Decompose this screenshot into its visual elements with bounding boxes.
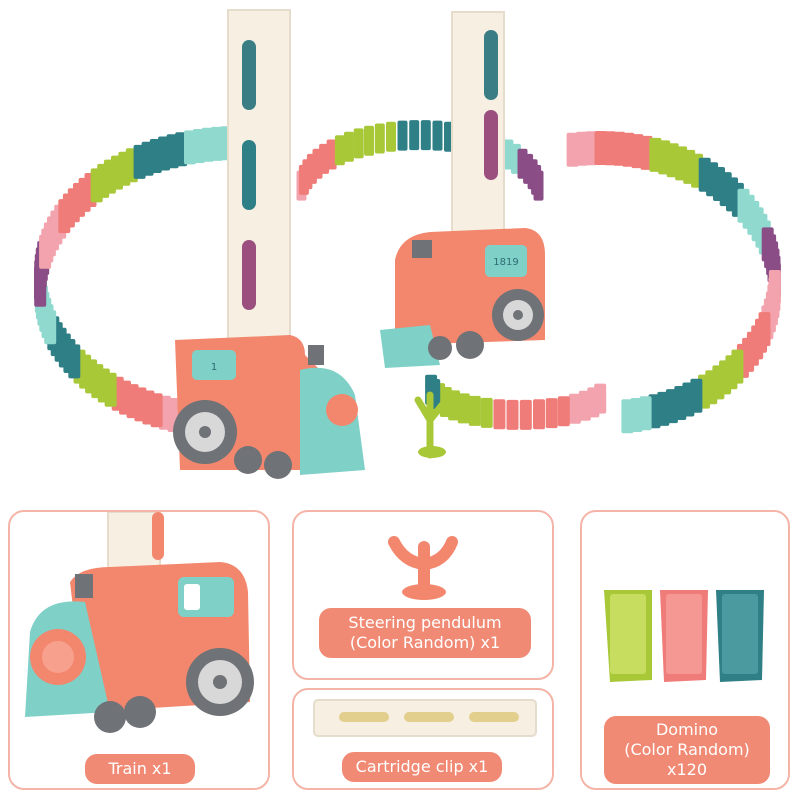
domino-tile: [432, 120, 443, 151]
domino-tile: [557, 396, 570, 427]
train-card: Train x1: [8, 510, 270, 790]
domino-tile: [343, 131, 354, 162]
domino-tile: [364, 125, 374, 156]
domino-pink: [660, 590, 708, 682]
train-label-text: Train x1: [108, 759, 172, 778]
domino-tile: [353, 128, 364, 159]
domino-line3: x120: [666, 760, 707, 779]
domino-tile: [566, 132, 579, 167]
domino-tile: [630, 398, 643, 432]
cartridge-clip-card: Cartridge clip x1: [292, 688, 554, 790]
domino-tile: [409, 120, 420, 151]
cartridge-clip-label: Cartridge clip x1: [342, 752, 502, 782]
steering-pendulum-hero: [414, 391, 446, 459]
domino-tile: [594, 131, 607, 165]
domino-green: [604, 590, 652, 682]
domino-tile: [210, 126, 223, 161]
domino-tile: [420, 120, 431, 151]
steering-pendulum-icon: [388, 536, 458, 600]
domino-tile: [568, 393, 581, 424]
steering-pendulum-line2: (Color Random) x1: [349, 633, 501, 652]
domino-tile: [519, 399, 532, 430]
domino-line1: Domino: [655, 720, 719, 739]
domino-tile: [374, 123, 385, 154]
domino-tile: [585, 131, 598, 166]
domino-tile: [334, 135, 345, 166]
domino-tile: [631, 134, 644, 169]
domino-tile: [397, 120, 408, 151]
hero-product-photo: 1819 1: [34, 9, 781, 479]
steering-pendulum-card: Steering pendulum (Color Random) x1: [292, 510, 554, 680]
domino-tile: [603, 131, 616, 166]
domino-tile: [457, 393, 470, 424]
domino-tile: [578, 390, 591, 421]
domino-tile: [326, 139, 337, 170]
cartridge-clip-text: Cartridge clip x1: [355, 757, 489, 776]
domino-tile: [621, 399, 634, 434]
domino-line2: (Color Random): [624, 740, 750, 759]
domino-tile: [575, 131, 588, 166]
domino-tile: [622, 132, 635, 167]
domino-train-scene: 1819 1: [34, 9, 781, 479]
domino-tile: [533, 399, 545, 430]
train-label: Train x1: [85, 754, 195, 784]
domino-tile: [386, 121, 396, 152]
domino-tile: [613, 131, 626, 166]
domino-label: Domino (Color Random) x120: [604, 716, 770, 784]
domino-tile: [493, 399, 506, 430]
domino-pieces-icon: [604, 590, 764, 682]
domino-card: Domino (Color Random) x120: [580, 510, 790, 790]
train-front: 1: [173, 9, 365, 479]
train-back: 1819: [380, 11, 545, 368]
steering-pendulum-line1: Steering pendulum: [348, 613, 502, 632]
domino-tile: [468, 395, 481, 426]
train-illustration: [25, 512, 254, 733]
back-train-badge: 1819: [493, 257, 518, 268]
domino-tile: [639, 396, 652, 431]
domino-tile: [506, 399, 519, 430]
domino-teal: [716, 590, 764, 682]
front-train-badge: 1: [211, 362, 217, 373]
domino-tile: [545, 398, 558, 429]
cartridge-clip-icon: [313, 699, 537, 737]
domino-tile: [533, 170, 544, 201]
domino-tile: [480, 397, 493, 428]
steering-pendulum-label: Steering pendulum (Color Random) x1: [319, 608, 531, 658]
